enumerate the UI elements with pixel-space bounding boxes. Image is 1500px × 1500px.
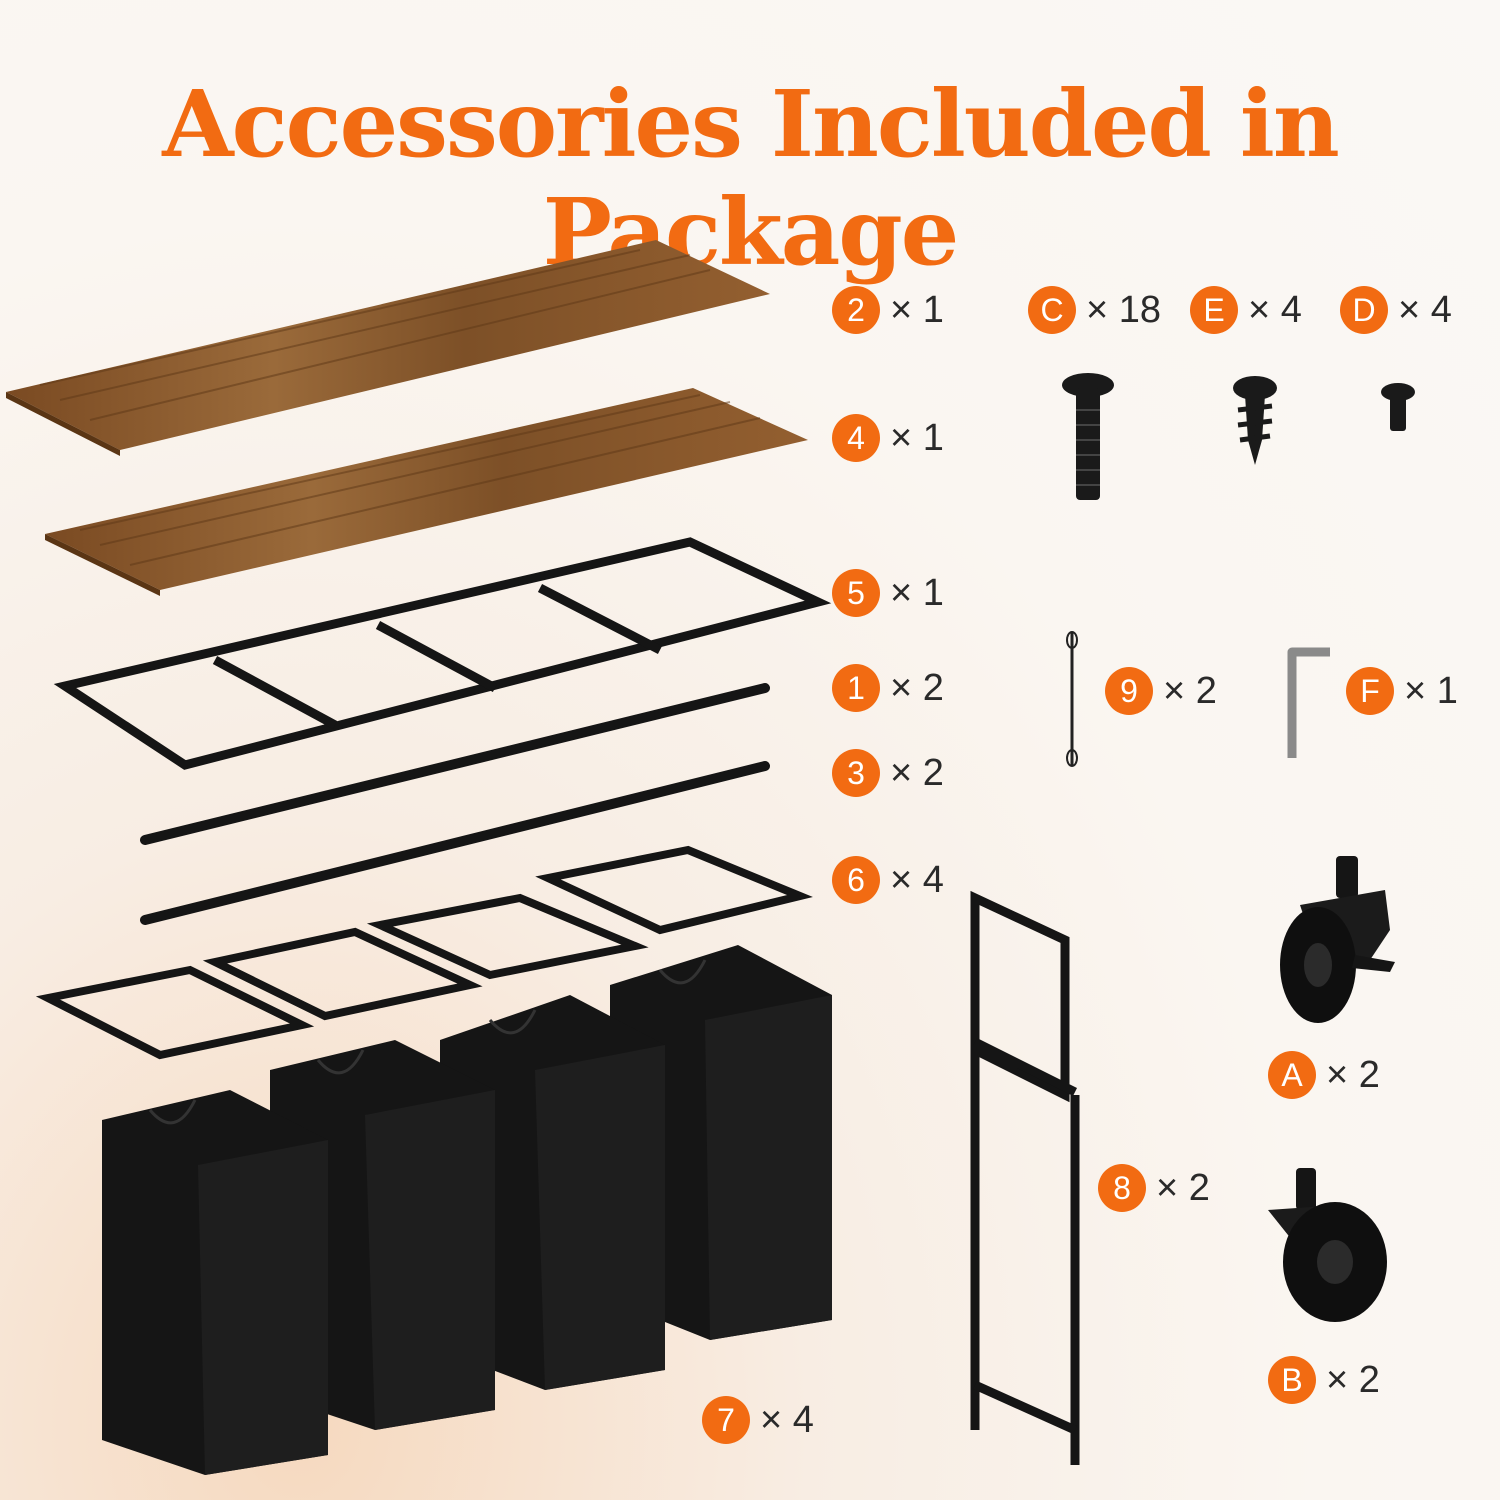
part-C-badge: C xyxy=(1028,286,1076,334)
part-C-label: C × 18 xyxy=(1028,285,1161,335)
part-2-label: 2 × 1 xyxy=(832,285,944,335)
small-frame xyxy=(35,845,813,1060)
part-2-badge: 2 xyxy=(832,286,880,334)
part-A-badge: A xyxy=(1268,1051,1316,1099)
part-E-badge: E xyxy=(1190,286,1238,334)
part-A-qty: × 2 xyxy=(1326,1053,1380,1096)
part-5-badge: 5 xyxy=(832,569,880,617)
part-F-qty: × 1 xyxy=(1404,669,1458,712)
part-7-label: 7 × 4 xyxy=(702,1395,814,1445)
part-D-label: D × 4 xyxy=(1340,285,1452,335)
side-frame xyxy=(970,890,1080,1465)
part-B-label: B × 2 xyxy=(1268,1355,1380,1405)
part-7-qty: × 4 xyxy=(760,1398,814,1441)
part-1-label: 1 × 2 xyxy=(832,663,944,713)
wood-screw xyxy=(1233,376,1277,465)
part-2-qty: × 1 xyxy=(890,288,944,331)
long-bar-b xyxy=(140,761,770,925)
long-bar xyxy=(140,683,770,845)
part-3-qty: × 2 xyxy=(890,751,944,794)
anti-tip-strap xyxy=(1066,631,1078,767)
part-4-qty: × 1 xyxy=(890,416,944,459)
short-bolt xyxy=(1381,383,1415,431)
part-9-badge: 9 xyxy=(1105,667,1153,715)
part-B-qty: × 2 xyxy=(1326,1358,1380,1401)
part-6-label: 6 × 4 xyxy=(832,855,944,905)
long-bolt xyxy=(1062,373,1114,500)
part-1-qty: × 2 xyxy=(890,666,944,709)
part-F-badge: F xyxy=(1346,667,1394,715)
middle-board xyxy=(45,388,808,596)
part-C-qty: × 18 xyxy=(1086,288,1162,331)
part-D-badge: D xyxy=(1340,286,1388,334)
part-E-qty: × 4 xyxy=(1248,288,1302,331)
top-board xyxy=(6,240,770,456)
part-8-badge: 8 xyxy=(1098,1164,1146,1212)
part-5-label: 5 × 1 xyxy=(832,568,944,618)
part-E-label: E × 4 xyxy=(1190,285,1302,335)
part-6-badge: 6 xyxy=(832,856,880,904)
part-8-label: 8 × 2 xyxy=(1098,1163,1210,1213)
page-title: Accessories Included in Package xyxy=(162,70,1340,286)
part-A-label: A × 2 xyxy=(1268,1050,1380,1100)
part-B-badge: B xyxy=(1268,1356,1316,1404)
part-4-label: 4 × 1 xyxy=(832,413,944,463)
part-9-qty: × 2 xyxy=(1163,669,1217,712)
locking-caster xyxy=(1280,856,1395,1023)
part-3-label: 3 × 2 xyxy=(832,748,944,798)
part-6-qty: × 4 xyxy=(890,858,944,901)
part-F-label: F × 1 xyxy=(1346,666,1458,716)
allen-key xyxy=(1287,647,1330,758)
part-D-qty: × 4 xyxy=(1398,288,1452,331)
part-9-label: 9 × 2 xyxy=(1105,666,1217,716)
part-5-qty: × 1 xyxy=(890,571,944,614)
part-3-badge: 3 xyxy=(832,749,880,797)
part-4-badge: 4 xyxy=(832,414,880,462)
caster xyxy=(1268,1168,1387,1322)
laundry-bag xyxy=(102,945,832,1475)
part-7-badge: 7 xyxy=(702,1396,750,1444)
part-8-qty: × 2 xyxy=(1156,1166,1210,1209)
upper-frame xyxy=(53,537,832,770)
part-1-badge: 1 xyxy=(832,664,880,712)
